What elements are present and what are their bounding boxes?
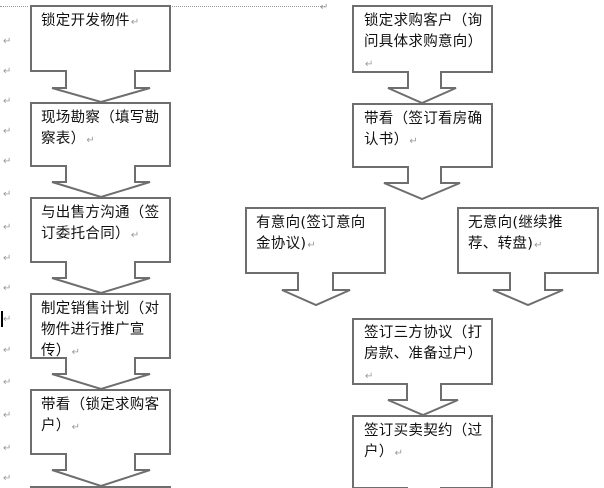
paragraph-mark: ↵ <box>130 230 140 241</box>
flow-label-left-4: 制定销售计划（对物件进行推广宣传）↵ <box>41 301 160 359</box>
flow-shape-final-2 <box>352 415 493 488</box>
paragraph-mark: ↵ <box>3 345 12 356</box>
flow-label-right-1: 锁定求购客户（询问具体求购意向）↵ <box>364 13 483 70</box>
paragraph-mark: ↵ <box>3 377 12 388</box>
paragraph-mark: ↵ <box>534 240 543 251</box>
paragraph-mark: ↵ <box>71 347 81 358</box>
paragraph-mark: ↵ <box>3 222 12 233</box>
flow-shape-left-4 <box>30 293 171 391</box>
paragraph-mark: ↵ <box>130 17 140 28</box>
flow-shape-left-5 <box>30 389 171 488</box>
flow-label-left-1: 锁定开发物件↵ <box>41 13 140 29</box>
flow-shape-right-1 <box>352 5 493 105</box>
paragraph-mark: ↵ <box>365 371 374 382</box>
paragraph-mark: ↵ <box>3 66 12 77</box>
paragraph-mark: ↵ <box>3 314 12 325</box>
flow-shape-left-1 <box>30 5 171 104</box>
flow-shape-left-3 <box>30 197 171 295</box>
paragraph-mark-top: ↵ <box>320 2 329 13</box>
flow-shape-branch-yes <box>245 207 386 307</box>
flow-label-final-2: 签订买卖契约（过户）↵ <box>364 423 483 460</box>
flow-label-branch-no: 无意向(继续推荐、转盘)↵ <box>468 215 563 252</box>
paragraph-mark: ↵ <box>3 253 12 264</box>
paragraph-mark: ↵ <box>71 422 81 433</box>
flow-label-branch-yes: 有意向(签订意向金协议)↵ <box>256 215 366 252</box>
paragraph-mark: ↵ <box>3 156 12 167</box>
flow-label-left-2: 现场勘察（填写勘察表）↵ <box>41 110 160 147</box>
paragraph-mark: ↵ <box>3 473 12 484</box>
flow-shape-branch-no <box>457 207 599 307</box>
flow-shape-left-2 <box>30 102 171 199</box>
paragraph-mark: ↵ <box>3 410 12 421</box>
flow-label-final-1: 签订三方协议（打房款、准备过户）↵ <box>364 325 483 382</box>
paragraph-mark: ↵ <box>365 59 374 70</box>
section-break-left <box>0 6 28 7</box>
paragraph-mark: ↵ <box>307 240 317 251</box>
paragraph-mark: ↵ <box>3 189 12 200</box>
flow-label-left-5: 带看（锁定求购客户）↵ <box>41 397 160 434</box>
text-cursor <box>1 311 3 327</box>
paragraph-mark: ↵ <box>3 283 12 294</box>
flow-shape-right-2 <box>352 103 493 201</box>
paragraph-mark: ↵ <box>3 36 12 47</box>
paragraph-mark: ↵ <box>409 136 419 147</box>
paragraph-mark: ↵ <box>3 443 12 454</box>
paragraph-mark: ↵ <box>3 126 12 137</box>
paragraph-mark: ↵ <box>394 448 404 459</box>
flow-shape-final-1 <box>352 318 493 417</box>
paragraph-mark: ↵ <box>86 135 96 146</box>
paragraph-mark: ↵ <box>3 96 12 107</box>
flow-label-right-2: 带看（签订看房确认书）↵ <box>364 111 483 148</box>
section-break-middle <box>170 6 325 7</box>
flow-label-left-3: 与出售方沟通（签订委托合同）↵ <box>41 205 160 242</box>
